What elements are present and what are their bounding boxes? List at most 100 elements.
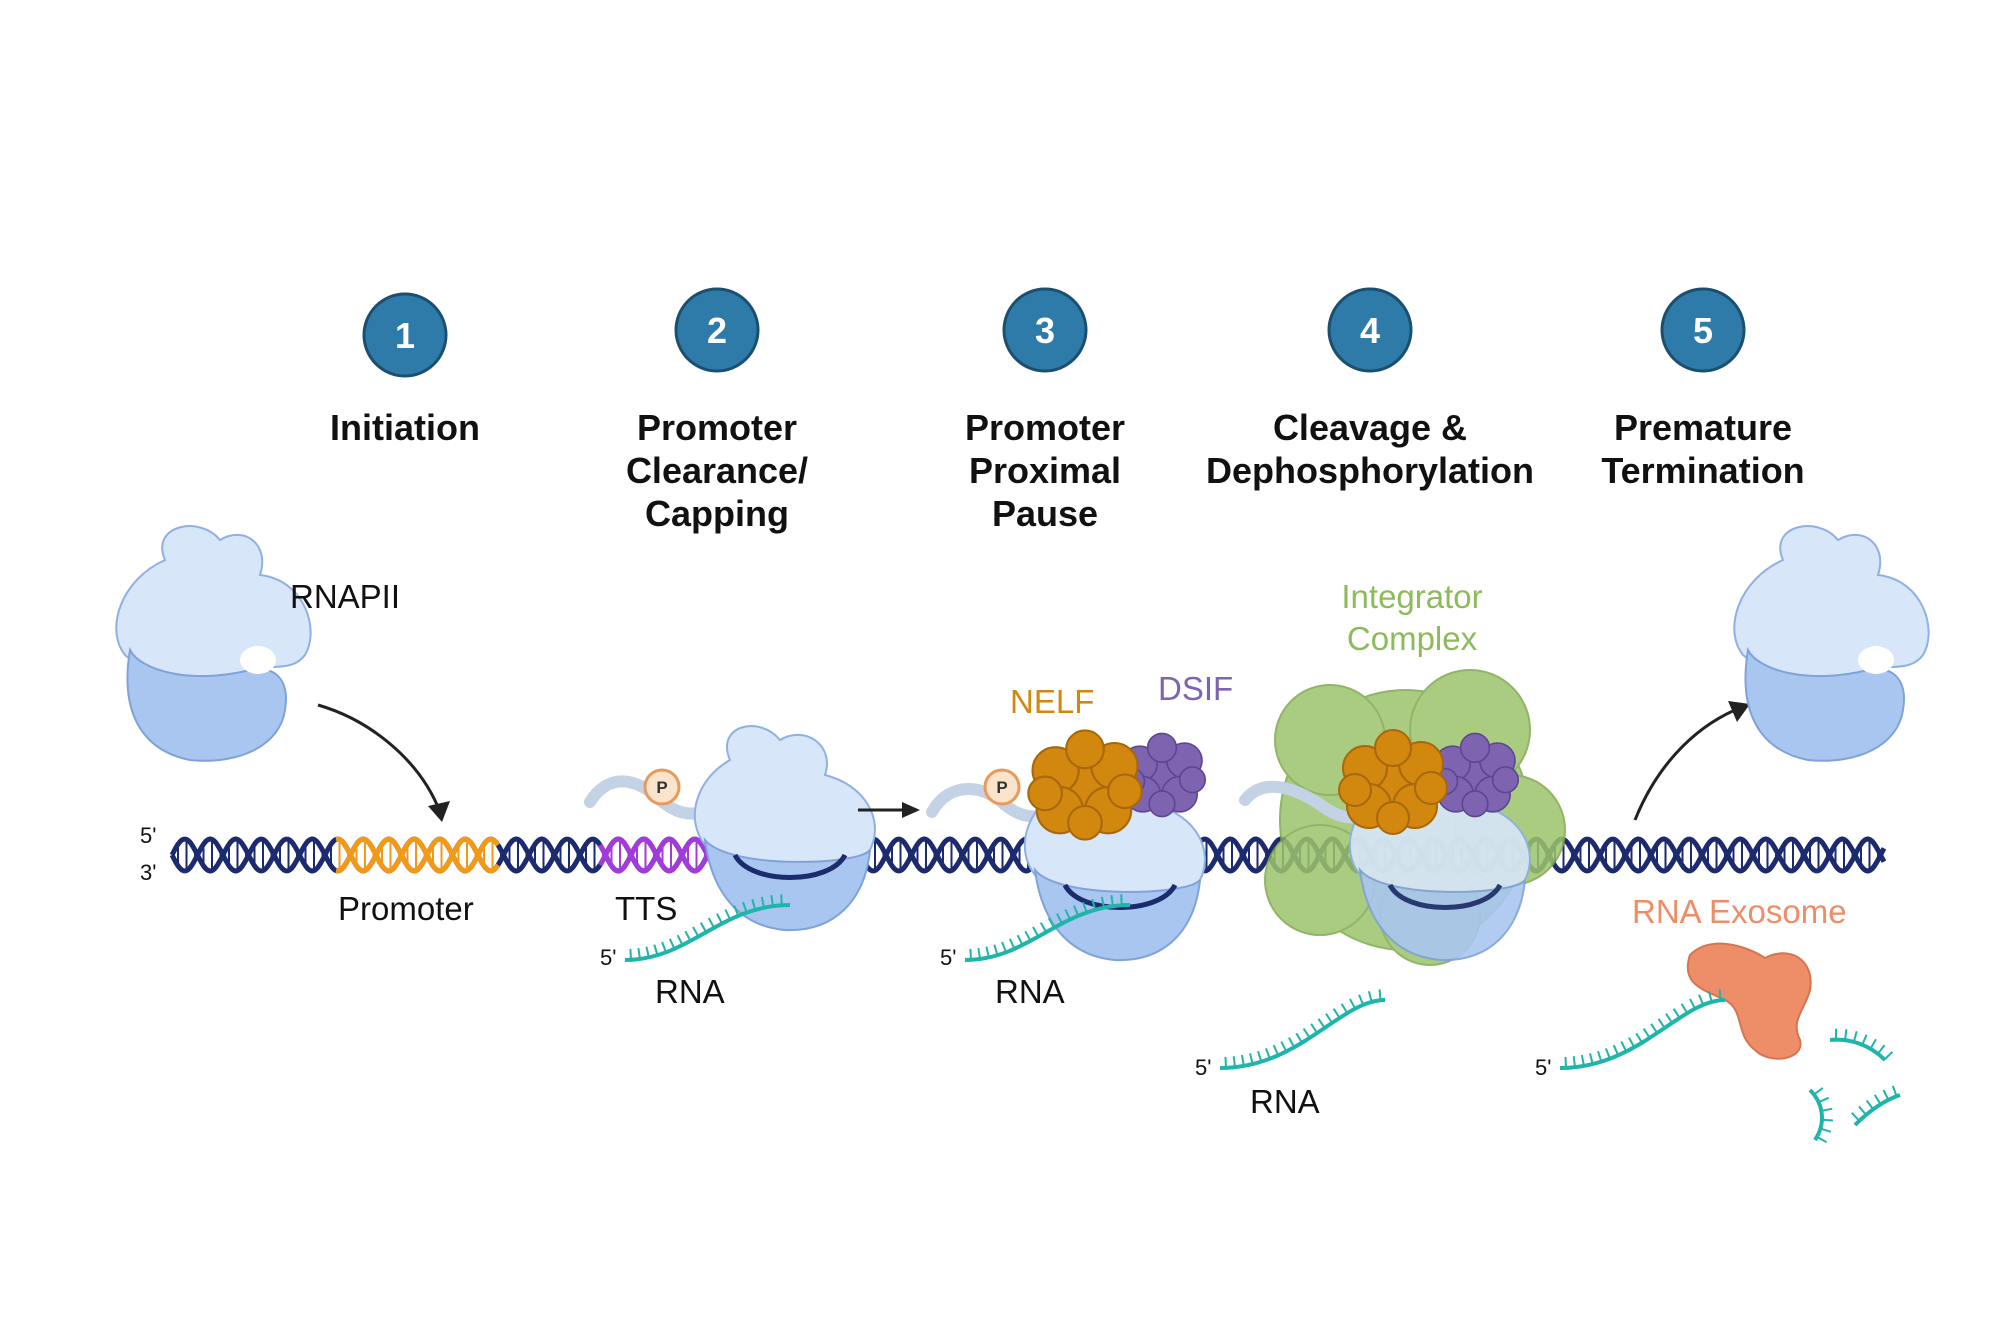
step-title-line: Initiation <box>330 407 480 448</box>
rna-base <box>760 896 765 908</box>
rna-base <box>1001 941 1007 953</box>
nelf-protein-step3 <box>1027 729 1143 841</box>
rna-base <box>1891 1085 1898 1097</box>
step-circle <box>1660 287 1746 373</box>
rna-base <box>1073 905 1080 917</box>
rna-base <box>1358 994 1365 1006</box>
step-number: 4 <box>1360 310 1380 351</box>
rna-base <box>1672 1008 1681 1019</box>
promoter-label: Promoter <box>338 890 474 927</box>
rna-base <box>1680 1003 1689 1014</box>
rna-base <box>1620 1041 1628 1052</box>
rna-base <box>676 934 684 946</box>
rna-base <box>707 917 715 929</box>
rna-base <box>1820 1127 1832 1133</box>
rna-base <box>1851 1112 1861 1122</box>
rna-base <box>1064 909 1072 920</box>
rna-base <box>1272 1044 1280 1056</box>
step-number: 5 <box>1693 310 1713 351</box>
rna-base <box>770 895 774 907</box>
rna-base <box>724 909 732 920</box>
rna-base <box>1317 1018 1326 1029</box>
rna-base <box>1877 1044 1886 1055</box>
arrow-initiation-head <box>428 801 450 822</box>
rna-exosome-protein <box>1686 942 1812 1060</box>
step-circle <box>362 292 448 378</box>
rna-base <box>1024 930 1032 942</box>
rna-fragment-1 <box>1829 1037 1887 1062</box>
rna-base <box>742 901 748 913</box>
step-title-line: Pause <box>992 493 1098 534</box>
rna-base <box>716 913 723 924</box>
phospho-step3: P <box>983 768 1021 806</box>
rna-base <box>684 930 692 942</box>
dna-three-prime-label: 3' <box>140 860 156 885</box>
rna-base <box>1612 1044 1620 1056</box>
rna-base <box>1564 1056 1567 1068</box>
step-title-line: Promoter <box>965 407 1125 448</box>
rna-base <box>1032 926 1040 938</box>
rna-base <box>1039 922 1048 933</box>
rna-base <box>1310 1023 1319 1034</box>
rna-label-step4: RNA <box>1250 1083 1320 1120</box>
rna-base <box>1707 991 1713 1003</box>
rna-base <box>1869 1038 1877 1050</box>
rna-five-prime-step5: 5' <box>1535 1055 1551 1080</box>
step-title-line: Capping <box>645 493 789 534</box>
rna-base <box>661 941 667 953</box>
step-title-line: Promoter <box>637 407 797 448</box>
rna-base <box>1882 1089 1890 1101</box>
rna-base <box>1858 1105 1867 1116</box>
rna-base <box>645 946 650 958</box>
rna-base <box>1280 1041 1288 1052</box>
rna-base <box>1332 1008 1341 1019</box>
rna-base-ticks <box>629 894 1898 1144</box>
rna-fragment-3 <box>1853 1093 1901 1127</box>
rna-strand-step5 <box>1559 998 1726 1070</box>
rna-base <box>1650 1023 1659 1034</box>
arrow-step2-to-3-head <box>902 802 920 818</box>
rna-base <box>1873 1094 1882 1105</box>
step-title-line: Premature <box>1614 407 1792 448</box>
rna-base <box>1008 938 1016 950</box>
rna-base <box>637 947 641 960</box>
rna-base <box>1821 1107 1833 1112</box>
rna-base <box>1589 1053 1594 1065</box>
integrator-label-line2: Complex <box>1347 620 1478 657</box>
rna-base <box>1340 1003 1349 1014</box>
rna-base <box>1883 1051 1894 1061</box>
rna-base <box>993 944 999 956</box>
rna-base <box>1232 1056 1236 1068</box>
rna-base <box>1597 1050 1603 1062</box>
nelf-label: NELF <box>1010 683 1094 720</box>
rna-base <box>780 894 783 906</box>
step-number: 3 <box>1035 310 1055 351</box>
rna-base <box>668 938 676 950</box>
step-number: 1 <box>395 315 415 356</box>
rna-base <box>1288 1037 1296 1048</box>
rna-base <box>1325 1013 1333 1024</box>
rna-base <box>1349 998 1356 1010</box>
step-title-line: Cleavage & <box>1273 407 1467 448</box>
rna-base <box>629 948 632 960</box>
rna-base <box>1302 1028 1311 1039</box>
rna-base <box>1698 994 1705 1006</box>
rna-base <box>1047 917 1055 929</box>
step-title-line: Dephosphorylation <box>1206 450 1534 491</box>
rna-five-prime-step3: 5' <box>940 945 956 970</box>
rna-base <box>969 948 972 960</box>
rna-five-prime-step2: 5' <box>600 945 616 970</box>
step-number: 2 <box>707 310 727 351</box>
rna-base <box>692 926 700 938</box>
rna-base <box>1642 1028 1651 1039</box>
integrator-label-line1: Integrator <box>1341 578 1482 615</box>
rna-base <box>1295 1032 1303 1044</box>
rna-base <box>751 898 757 911</box>
exosome-label: RNA Exosome <box>1632 893 1847 930</box>
rna-base <box>1110 895 1114 907</box>
rna-base <box>1580 1054 1585 1067</box>
rna-base <box>1264 1048 1271 1060</box>
rna-base <box>1813 1087 1824 1096</box>
